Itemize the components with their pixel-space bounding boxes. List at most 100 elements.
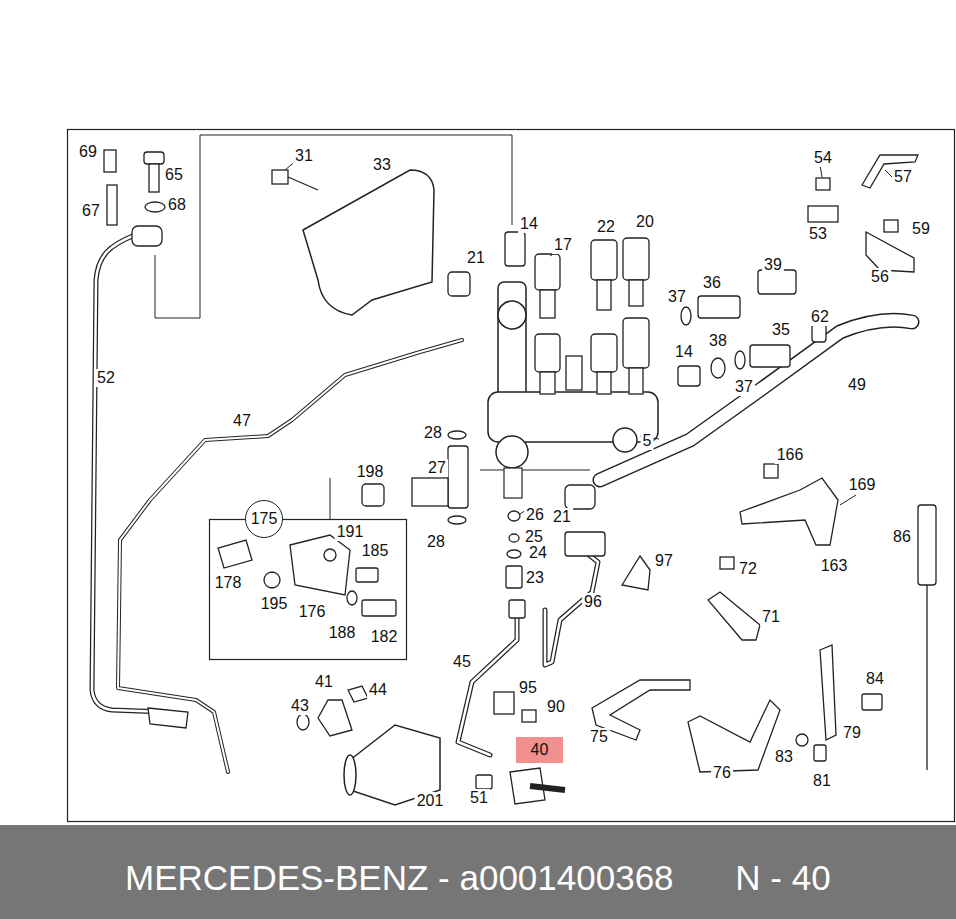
bracket-163 (740, 478, 838, 545)
callout-number: 26 (524, 506, 546, 524)
callout-number: 185 (360, 542, 391, 560)
fitting-36 (698, 296, 740, 318)
bolt-59 (884, 220, 898, 232)
bottom-bar (0, 825, 956, 919)
callout-number: 45 (451, 653, 473, 671)
plug-21 (565, 485, 595, 509)
callout-number: 175 (251, 511, 278, 527)
callout-number: 56 (869, 268, 891, 286)
callout-number: 27 (426, 459, 448, 477)
callout-number: 166 (775, 446, 806, 464)
seal-38 (711, 358, 725, 378)
callout-number: 178 (213, 574, 244, 592)
callout-number: 49 (846, 376, 868, 394)
union-nut (509, 600, 525, 618)
callout-number: 68 (166, 196, 188, 214)
drawing-part (285, 160, 895, 795)
callout-number: 14 (518, 215, 540, 233)
fitting-81 (814, 745, 826, 761)
group-frame (210, 520, 407, 660)
callout-number: 96 (582, 593, 604, 611)
callout-number: 97 (653, 552, 675, 570)
callout-number: 41 (313, 673, 335, 691)
o-ring (509, 534, 519, 542)
sensor (535, 334, 560, 372)
tube-40 (530, 786, 565, 790)
bracket-41 (318, 700, 352, 736)
cap-14 (505, 232, 525, 266)
union-178 (218, 540, 252, 568)
callout-number: 176 (297, 603, 328, 621)
callout-number: 195 (259, 595, 290, 613)
callout-number: 57 (892, 168, 914, 186)
washer-43 (297, 714, 309, 730)
callout-number: 36 (701, 274, 723, 292)
pipe-47 (118, 340, 462, 772)
reservoir-end (344, 755, 356, 795)
bracket-line (480, 470, 590, 471)
sensor (591, 334, 617, 372)
clip-95 (494, 692, 514, 714)
callout-number: 22 (595, 218, 617, 236)
sensor (623, 318, 649, 368)
callout-number: 86 (891, 528, 913, 546)
sensor-thread (597, 280, 611, 310)
callout-number: 43 (289, 697, 311, 715)
fitting-182 (362, 600, 396, 616)
drawing-part (104, 150, 936, 804)
callout-number: 20 (634, 213, 656, 231)
valve-27 (448, 446, 468, 508)
fitting (504, 468, 522, 498)
plug (566, 356, 582, 390)
pipe-47 (118, 340, 462, 772)
bracket-76 (688, 700, 780, 772)
callout-number: 169 (847, 476, 878, 494)
cover-plate (303, 170, 434, 315)
callout-number: 39 (762, 256, 784, 274)
sensor-thread (629, 368, 643, 394)
fitting-23 (506, 566, 522, 588)
banjo (132, 226, 162, 246)
sensor-thread (629, 280, 643, 306)
callout-number: 21 (465, 249, 487, 267)
bolt-65 (144, 152, 164, 164)
bracket-71 (708, 592, 760, 640)
plug-21 (448, 272, 470, 296)
part-position: N - 40 (735, 860, 830, 895)
bolt-54 (816, 178, 830, 190)
washer-191 (324, 549, 336, 561)
callout-number: 59 (910, 220, 932, 238)
bolt-198 (362, 484, 384, 506)
callout-number: 28 (422, 424, 444, 442)
callout-number: 65 (163, 166, 185, 184)
callout-number: 182 (369, 628, 400, 646)
valve-eye (613, 428, 637, 452)
callout-number: 31 (293, 147, 315, 165)
fitting-185 (356, 568, 378, 582)
callout-number: 95 (517, 679, 539, 697)
fitting-96 (565, 532, 605, 556)
callout-number: 54 (812, 149, 834, 167)
callout-number: 62 (809, 308, 831, 326)
sensor-thread (540, 290, 555, 318)
o-ring (448, 516, 466, 524)
pipe-45 (458, 612, 517, 755)
callout-number: 163 (819, 557, 850, 575)
callout-number: 201 (415, 792, 446, 810)
bracket-97 (622, 556, 650, 590)
callout-number: 37 (666, 288, 688, 306)
bracket-57 (862, 155, 918, 188)
washer-188 (347, 591, 357, 605)
pipe-45 (458, 612, 517, 755)
pipe-52 (92, 235, 165, 712)
callout-number: 23 (524, 569, 546, 587)
o-ring (508, 511, 520, 521)
rear-fitting (148, 708, 188, 728)
clamp-62 (812, 324, 826, 342)
callout-number: 72 (737, 560, 759, 578)
bolt-84 (862, 694, 882, 710)
bracket-79 (820, 645, 836, 740)
sensor-69 (104, 150, 116, 172)
plug-14 (678, 366, 700, 386)
callout-number: 28 (425, 533, 447, 551)
